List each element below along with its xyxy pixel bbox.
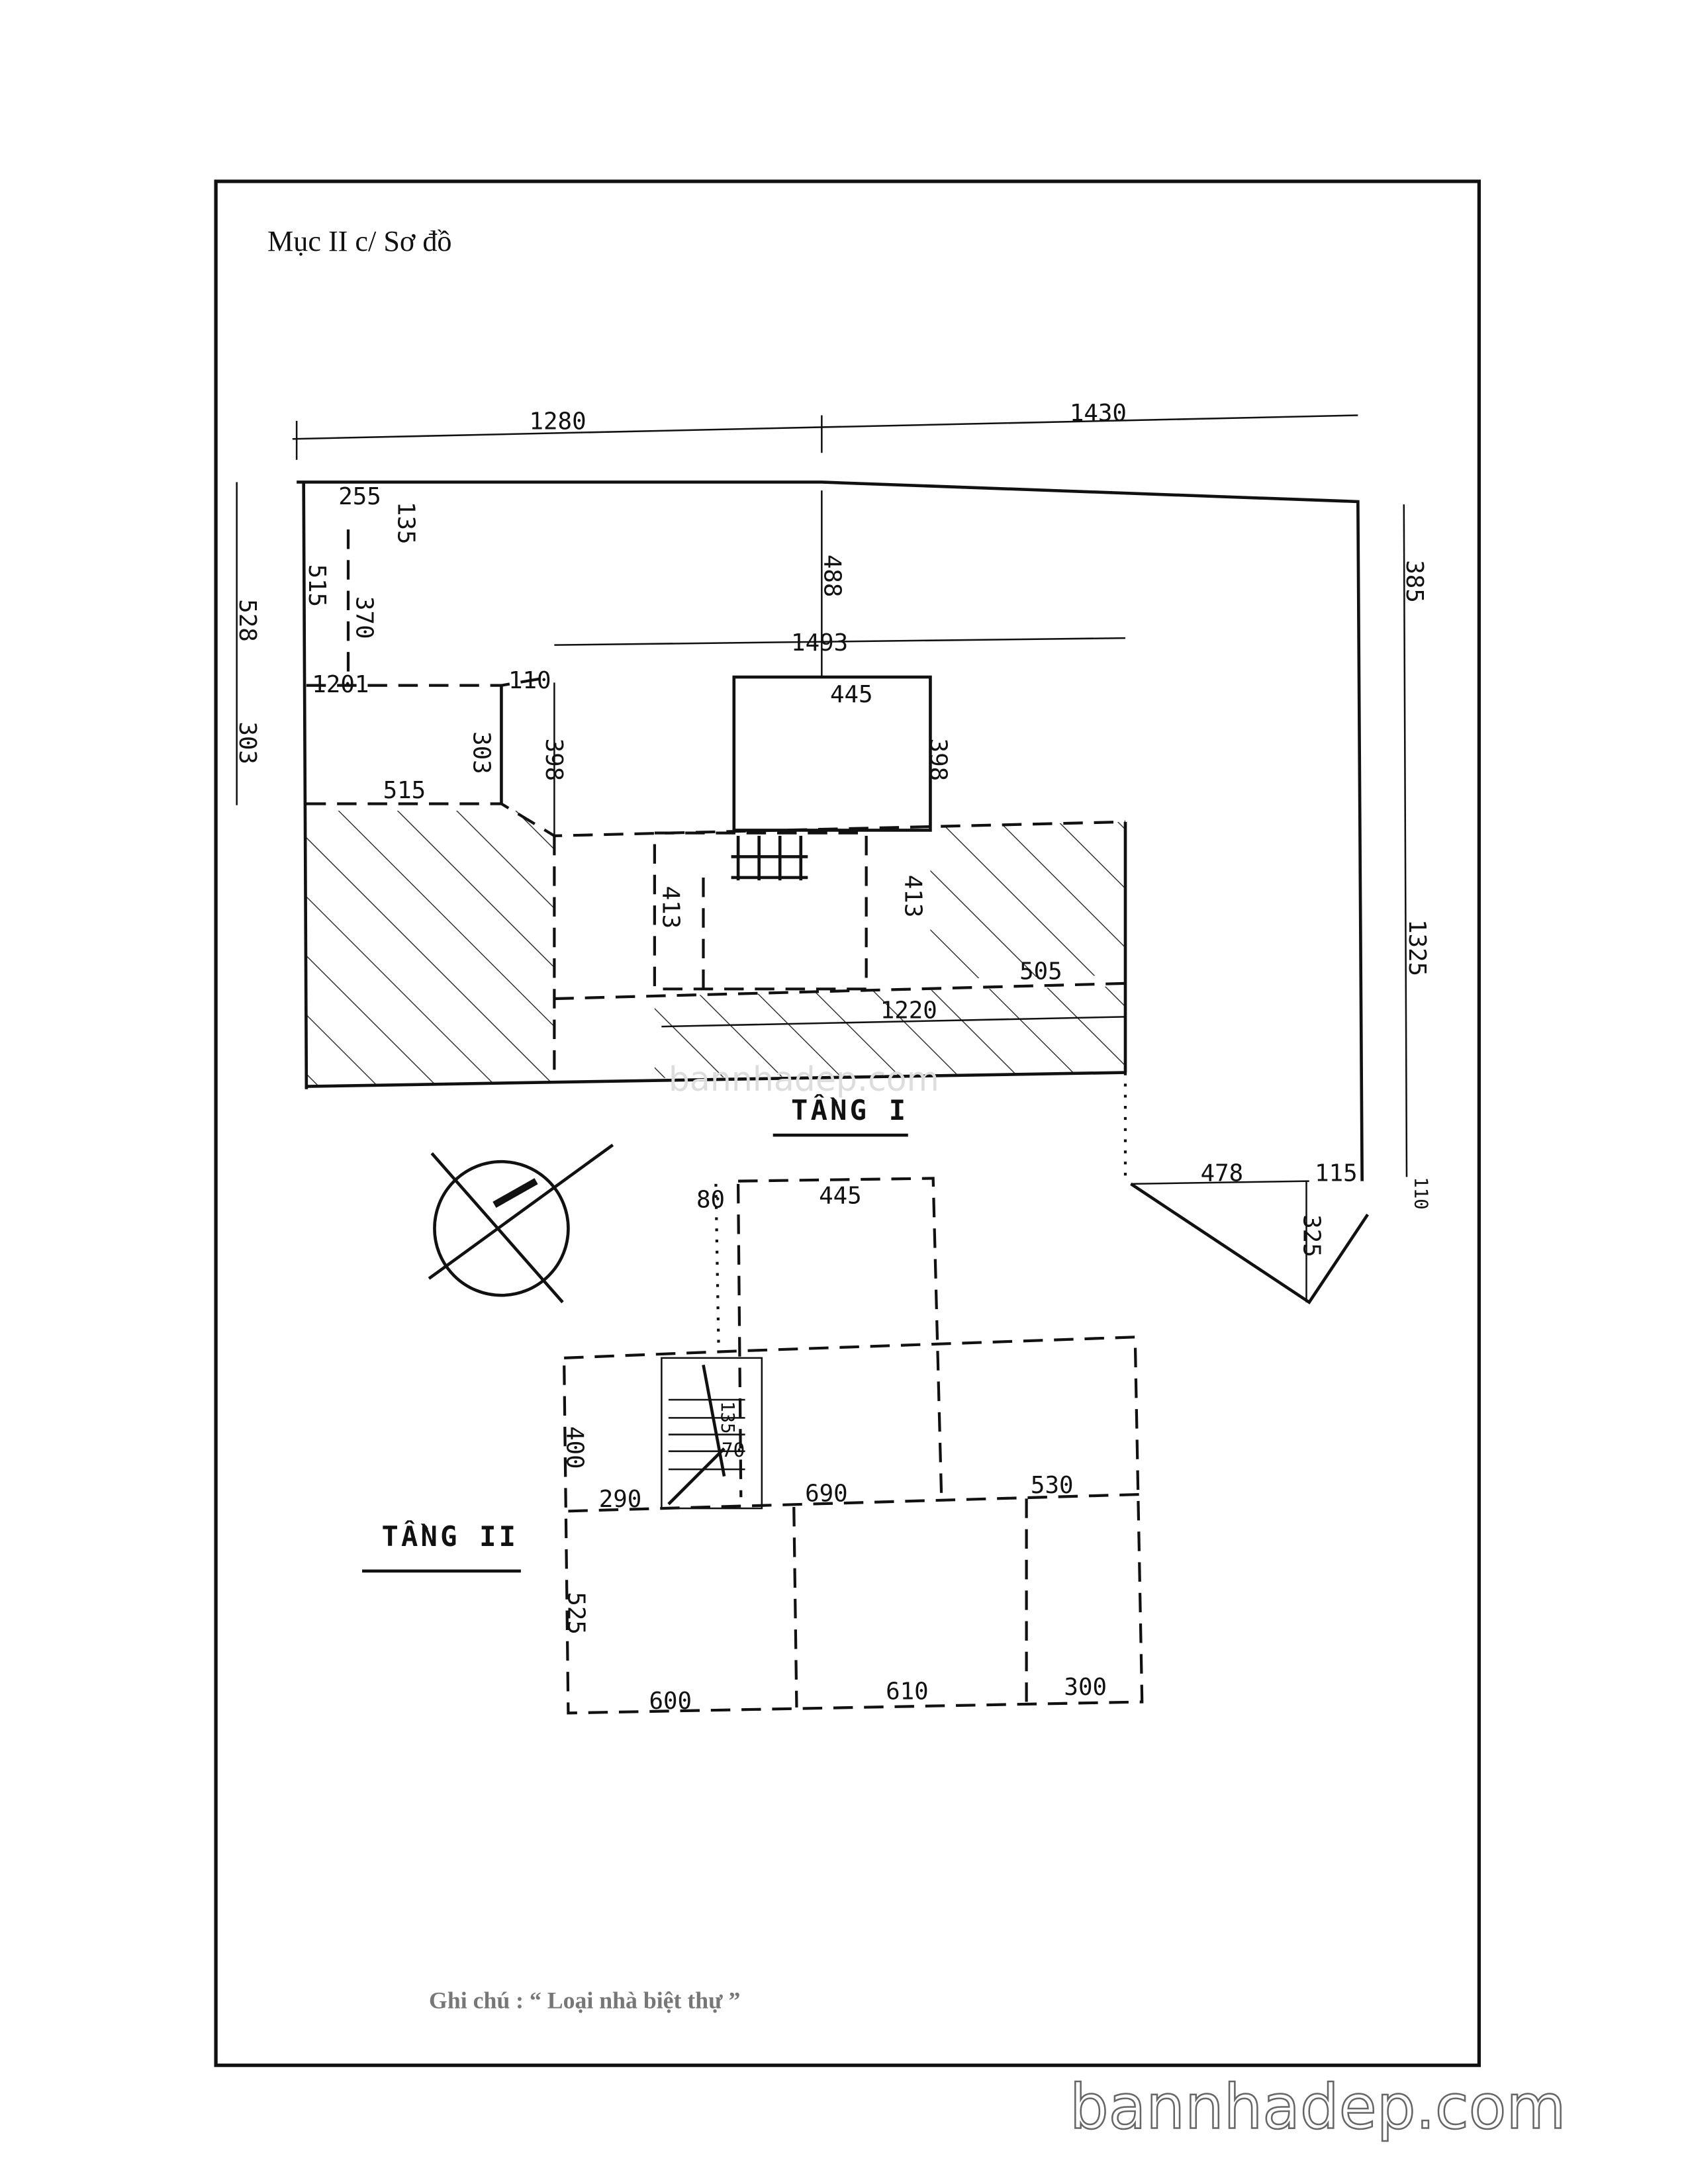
dim-530: 530 xyxy=(1031,1472,1074,1499)
dim-413-left: 413 xyxy=(657,886,684,929)
floor1-plan: 1280 1430 528 303 255 135 515 370 488 14… xyxy=(234,400,1431,1304)
note-text: Ghi chú : “ Loại nhà biệt thự ” xyxy=(429,1987,740,2013)
dim-690: 690 xyxy=(805,1480,848,1508)
section-title: Mục II c/ Sơ đồ xyxy=(267,225,452,257)
dim-255: 255 xyxy=(338,483,381,510)
dim-110: 110 xyxy=(508,667,551,694)
dim-385: 385 xyxy=(1401,560,1428,603)
dim-303: 303 xyxy=(467,731,494,774)
hatched-area-right xyxy=(930,821,1125,979)
dim-610: 610 xyxy=(886,1678,929,1705)
dim-413-right: 413 xyxy=(900,875,927,918)
floor2-label: TẦNG II xyxy=(381,1520,518,1553)
dim-1220: 1220 xyxy=(880,997,937,1024)
watermark-logo: bannhadep.com xyxy=(1070,2071,1566,2142)
compass-north-icon xyxy=(428,1144,614,1304)
floor1-label: TẦNG I xyxy=(791,1093,908,1126)
hatched-area-left xyxy=(306,811,555,1087)
stair-floor2 xyxy=(661,1357,763,1510)
dim-70: 70 xyxy=(722,1439,745,1461)
dim-398-right: 398 xyxy=(924,739,951,782)
dim-515-horizontal: 515 xyxy=(383,777,426,804)
dim-505: 505 xyxy=(1019,958,1062,985)
dim-1325: 1325 xyxy=(1403,919,1430,976)
dim-290: 290 xyxy=(599,1486,642,1513)
dim-525: 525 xyxy=(562,1592,589,1635)
stair-floor1 xyxy=(731,835,808,881)
dim-135-floor2: 135 xyxy=(717,1401,737,1433)
dim-515-vertical: 515 xyxy=(303,565,330,608)
dim-303-left: 303 xyxy=(234,721,261,764)
dim-1201: 1201 xyxy=(312,671,369,698)
dim-398-left: 398 xyxy=(540,739,567,782)
dim-1430: 1430 xyxy=(1070,400,1127,427)
dim-1493: 1493 xyxy=(791,629,848,657)
dim-325: 325 xyxy=(1297,1214,1325,1257)
dim-478: 478 xyxy=(1201,1160,1244,1187)
dim-445: 445 xyxy=(830,681,873,708)
dim-400: 400 xyxy=(561,1426,588,1469)
dim-80: 80 xyxy=(696,1187,725,1214)
dim-135: 135 xyxy=(393,502,420,545)
dim-370: 370 xyxy=(351,596,378,639)
dim-528: 528 xyxy=(234,599,261,642)
dim-115: 115 xyxy=(1315,1160,1358,1187)
hatched-area-bottom xyxy=(654,986,1125,1078)
dim-110-corner: 110 xyxy=(1411,1177,1431,1209)
page-border xyxy=(214,179,1481,2068)
dim-600: 600 xyxy=(649,1688,692,1715)
dim-300: 300 xyxy=(1064,1674,1107,1701)
dim-488: 488 xyxy=(819,555,846,598)
watermark-center: bannhadep.com xyxy=(669,1060,939,1099)
lot-boundary xyxy=(297,480,1364,1181)
dim-1280: 1280 xyxy=(530,408,586,435)
dim-445-floor2: 445 xyxy=(819,1182,862,1209)
floor2-plan: 80 445 400 135 70 290 690 530 525 600 61… xyxy=(362,1177,1144,1715)
